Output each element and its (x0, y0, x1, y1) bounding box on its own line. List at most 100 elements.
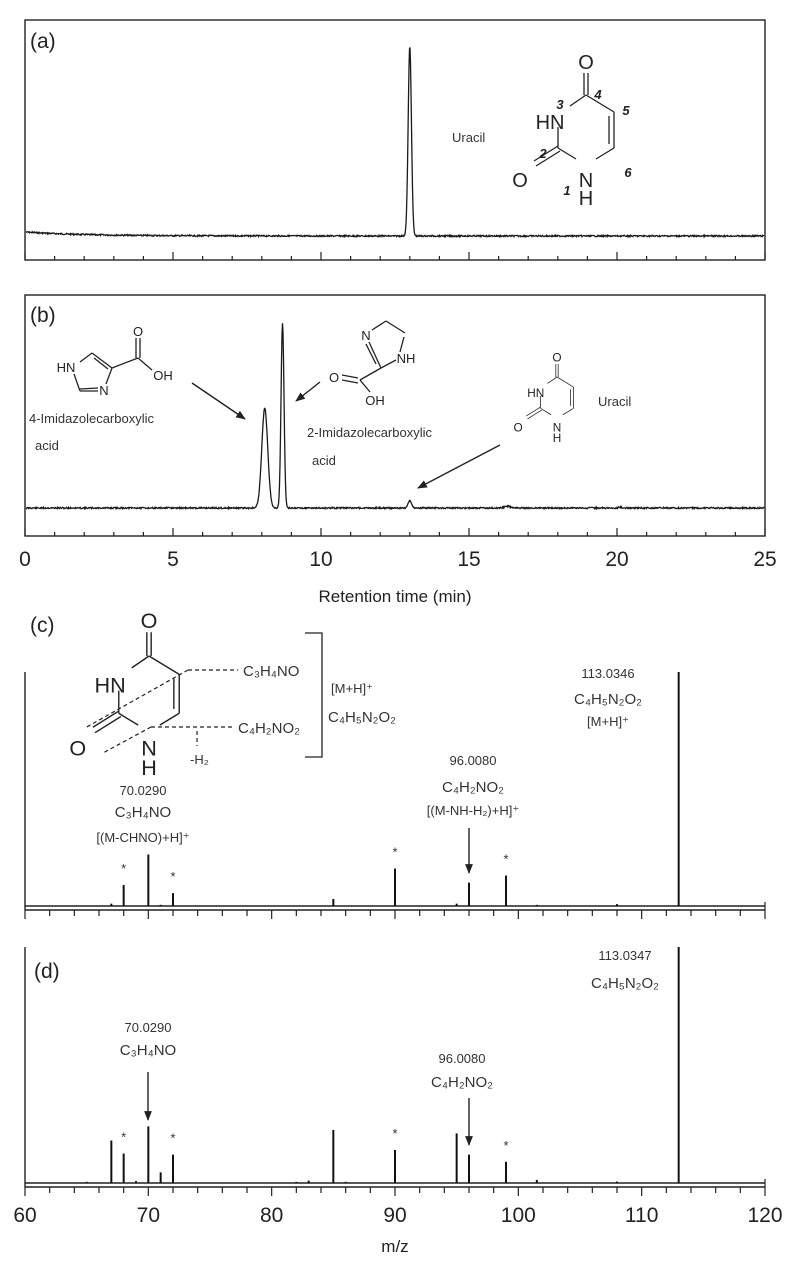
atom-n1: N (553, 420, 562, 434)
x-tick-label: 60 (13, 1204, 36, 1227)
position-5: 5 (622, 103, 630, 118)
panel-d-peaks: * * * * (85, 947, 680, 1183)
uracil-structure-c: O HN O N H (69, 608, 180, 780)
peak-70-formula-c: C₃H₄NO (115, 804, 171, 821)
panel-b-x-ticks: 0 5 10 15 20 25 (19, 528, 777, 571)
atom-h1: H (553, 431, 562, 445)
impurity-marker: * (121, 1130, 126, 1145)
fragment-c4h2no2: C₄H₂NO₂ (238, 720, 300, 737)
uracil-arrow-b (417, 444, 501, 489)
impurity-marker: * (170, 869, 175, 884)
x-tick-label: 25 (753, 548, 776, 571)
atom-n1: N (579, 170, 593, 192)
x-tick-label: 90 (383, 1204, 406, 1227)
peak-96-mz-c: 96.0080 (450, 753, 497, 768)
peak-113-mz-d: 113.0347 (598, 948, 651, 963)
imid2-name-line2: acid (312, 453, 336, 468)
impurity-marker: * (392, 845, 397, 860)
impurity-marker: * (170, 1131, 175, 1146)
atom-n3: HN (527, 386, 544, 400)
imid4-oh: OH (153, 368, 173, 383)
panel-b-frame (24, 294, 766, 537)
position-4: 4 (593, 87, 602, 102)
panel-c-peaks: * * * * (110, 672, 680, 906)
panel-c-spectrum: (c) * * * * O HN O N H (24, 608, 766, 919)
impurity-marker: * (503, 1138, 508, 1153)
imid4-n: N (99, 383, 108, 398)
peak-70-mz-d: 70.0290 (125, 1020, 172, 1035)
peak-113-formula-c: C₄H₅N₂O₂ (574, 691, 642, 708)
uracil-label-b: Uracil (598, 394, 631, 409)
uracil-structure-a: O HN O N H 1 2 3 4 5 6 (512, 52, 632, 210)
imid4-name-line1: 4-Imidazolecarboxylic (29, 411, 154, 426)
impurity-marker: * (503, 852, 508, 867)
atom-o4: O (578, 52, 594, 74)
peak-96-formula-d: C₄H₂NO₂ (431, 1074, 493, 1091)
imid4-nh: HN (57, 360, 76, 375)
atom-n3: HN (536, 112, 565, 134)
panel-a-label: (a) (30, 30, 56, 53)
x-axis-title-mz: m/z (381, 1237, 408, 1256)
peak-70-formula-d: C₃H₄NO (120, 1042, 176, 1059)
imid2-n: N (361, 328, 370, 343)
atom-o2: O (69, 735, 86, 760)
peak-96-ion-c: [(M-NH-H₂)+H]⁺ (427, 803, 519, 818)
peak-70-mz-c: 70.0290 (120, 783, 167, 798)
panel-a-trace (25, 47, 765, 239)
position-6: 6 (624, 165, 632, 180)
x-tick-label: 10 (309, 548, 332, 571)
atom-n1: N (141, 735, 157, 760)
atom-o4: O (141, 608, 158, 633)
atom-n3: HN (95, 673, 126, 698)
x-tick-label: 5 (167, 548, 179, 571)
panel-b-label: (b) (30, 304, 56, 327)
imid2-structure: N NH O OH (329, 320, 416, 408)
peak-70-ion-c: [(M-CHNO)+H]⁺ (96, 830, 189, 845)
imid4-o: O (133, 324, 143, 339)
imid4-arrow (191, 382, 246, 420)
bracket-ion: [M+H]⁺ (331, 681, 373, 696)
peak-96-formula-c: C₄H₂NO₂ (442, 779, 504, 796)
structure-bracket (305, 632, 323, 758)
panel-c-label: (c) (30, 614, 55, 637)
imid2-nh: NH (397, 351, 416, 366)
position-3: 3 (556, 97, 564, 112)
bracket-formula: C₄H₅N₂O₂ (328, 709, 396, 726)
imid2-name-line1: 2-Imidazolecarboxylic (307, 425, 432, 440)
imid2-o: O (329, 370, 339, 385)
peak-96-mz-d: 96.0080 (439, 1051, 486, 1066)
loss-h2: -H₂ (190, 752, 209, 767)
x-tick-label: 0 (19, 548, 31, 571)
peak-113-mz-c: 113.0346 (581, 666, 634, 681)
atom-o2: O (512, 170, 528, 192)
fragment-c3h4no: C₃H₄NO (243, 663, 299, 680)
peak-113-formula-d: C₄H₅N₂O₂ (591, 975, 659, 992)
impurity-marker: * (392, 1126, 397, 1141)
uracil-structure-b: O HN O N H (513, 351, 574, 445)
x-tick-label: 120 (747, 1204, 782, 1227)
x-tick-label: 80 (260, 1204, 283, 1227)
panel-a-x-ticks (24, 252, 766, 260)
uracil-bonds (533, 73, 615, 167)
panel-b-trace (25, 323, 765, 511)
impurity-marker: * (121, 861, 126, 876)
fragmentation-lines (84, 669, 238, 754)
peak-113-ion-c: [M+H]⁺ (587, 714, 629, 729)
panel-c-x-ticks (24, 902, 766, 919)
imid2-oh: OH (365, 393, 385, 408)
x-tick-label: 15 (457, 548, 480, 571)
imid2-arrow (295, 381, 321, 402)
atom-h1: H (141, 755, 157, 780)
x-tick-label: 20 (605, 548, 628, 571)
panel-a-chromatogram: (a) Uracil O HN O N H 1 2 (24, 19, 766, 261)
atom-h1: H (579, 188, 593, 210)
x-tick-label: 110 (625, 1204, 658, 1227)
atom-o2: O (513, 420, 522, 434)
x-tick-label: 100 (501, 1204, 536, 1227)
x-axis-title-retention: Retention time (min) (318, 587, 471, 606)
position-2: 2 (538, 146, 547, 161)
